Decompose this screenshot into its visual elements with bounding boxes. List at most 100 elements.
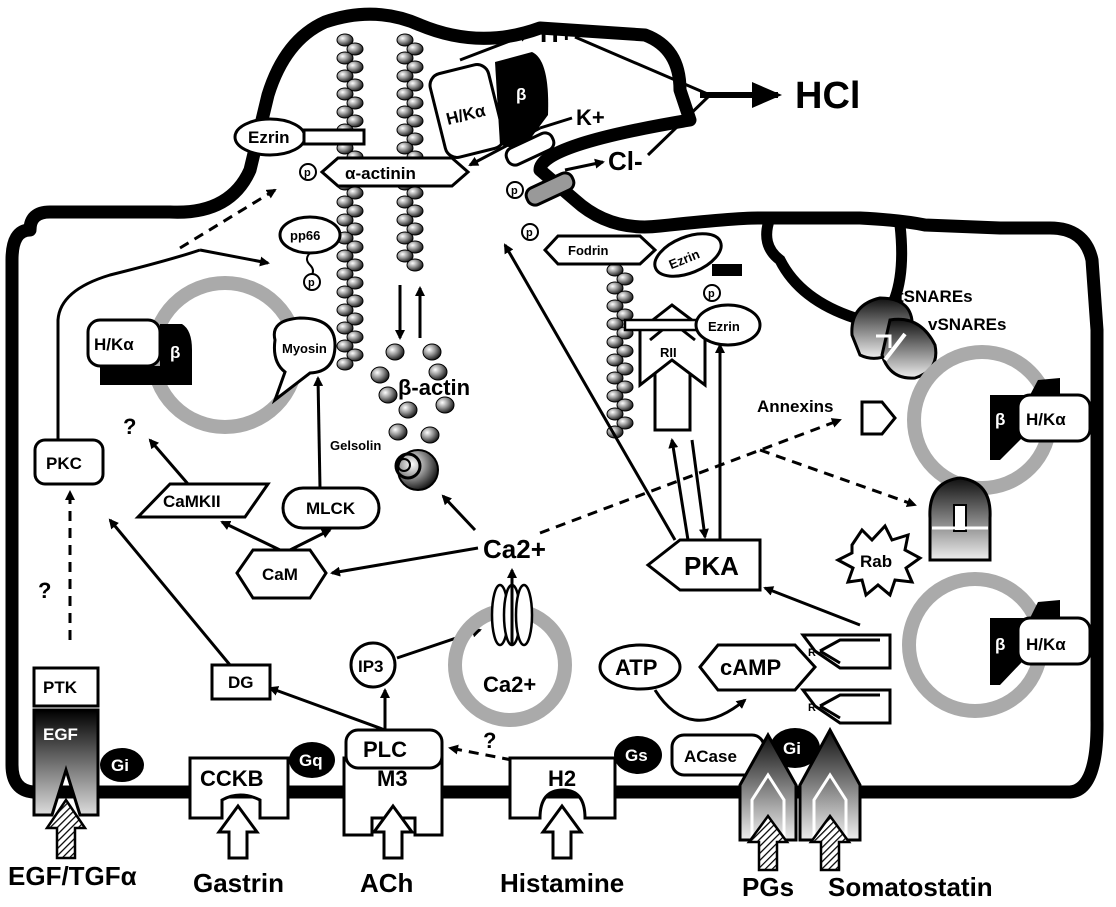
alpha-actinin-label: α-actinin [345,164,416,183]
ptk-label: PTK [43,678,78,697]
pkc-node: PKC [35,440,103,484]
beta-label-left: β [170,343,180,362]
fodrin-label: Fodrin [568,243,608,258]
svg-text:p: p [304,167,311,179]
camp-node: cAMP [700,645,815,690]
ip3-node: IP3 [351,643,395,687]
pka-label: PKA [684,551,739,581]
m3-label: M3 [377,766,408,791]
vesicle-right-top: β H/Kα [914,352,1090,488]
k-plus-label: K+ [576,105,605,130]
camp-label: cAMP [720,655,781,680]
mlck-label: MLCK [306,499,356,518]
myosin: Myosin [274,318,335,400]
cam-node: CaM [237,550,326,598]
pgs-label: PGs [742,872,794,902]
h-plus-label: H+ [540,18,574,48]
question-ptk: ? [38,578,51,603]
actin-monomer [421,427,439,443]
alpha-actinin: α-actinin [322,158,468,186]
actin-monomer [386,344,404,360]
rab-vesicle-cone [930,478,990,560]
dg-node: DG [212,665,270,699]
cam-label: CaM [262,565,298,584]
hcl-label: HCl [795,75,860,117]
beta-label-apical: β [516,85,526,104]
actin-filament-right [607,264,633,438]
annexins [862,402,895,434]
gi-left-label: Gi [111,756,129,775]
gelsolin-cluster [396,450,438,490]
myosin-label: Myosin [282,341,327,356]
annexins-label: Annexins [757,397,834,416]
svg-text:p: p [708,288,715,300]
hk-alpha-label-right-bottom: H/Kα [1026,635,1066,654]
ach-label: ACh [360,868,413,898]
vesicle-right-bottom: β H/Kα [909,579,1090,711]
ca-store-label: Ca2+ [483,672,536,697]
svg-text:p: p [511,185,518,197]
gq-label: Gq [299,751,323,770]
egf-label: EGF [43,725,78,744]
actin-monomer [371,367,389,383]
dg-label: DG [228,673,254,692]
rii-node: RII [625,305,705,430]
cckb-label: CCKB [200,766,264,791]
actin-filament-mid [397,34,423,271]
rii-label: RII [660,345,677,360]
camkii-node: CaMKII [138,484,268,517]
ligand-arrow-gastrin [219,806,257,858]
hk-alpha-label-right-top: H/Kα [1026,410,1066,429]
gs: Gs [614,736,662,774]
histamine-label: Histamine [500,868,624,898]
actin-monomer [389,424,407,440]
pka-r-subunits: R R [803,635,890,723]
acase-label: ACase [684,747,737,766]
beta-label-right-bottom: β [995,635,1005,654]
ca-cyto-label: Ca2+ [483,534,546,564]
plc-node: PLC [346,730,442,768]
phospho-channel-cl: p [522,224,538,240]
h2-label: H2 [548,766,576,791]
beta-actin-label: β-actin [398,375,470,400]
cl-minus-label: Cl- [608,146,643,176]
gelsolin-label: Gelsolin [330,438,381,453]
pp66-label: pp66 [290,228,320,243]
pp66: pp66 p [280,217,340,290]
ip3-label: IP3 [358,657,384,676]
atp-node: ATP [600,645,680,689]
phospho-channel-k: p [507,182,523,198]
question-plc: ? [483,728,496,753]
pka-node: PKA [648,540,760,590]
vsnares-label: vSNAREs [928,315,1006,334]
rab: Rab [838,526,920,595]
svg-text:p: p [308,277,315,289]
svg-text:R: R [808,702,816,714]
gi-left: Gi [100,748,144,782]
mlck-node: MLCK [283,488,379,528]
actin-monomer [423,344,441,360]
egf-tgf-label: EGF/TGFα [8,861,137,891]
ezrin-low-label: Ezrin [708,319,740,334]
actin-filament-left [337,34,363,370]
tsnares-label: tSNAREs [898,287,973,306]
fodrin: Fodrin [545,236,655,264]
ptk-node: PTK [34,668,98,706]
gastrin-label: Gastrin [193,868,284,898]
ca-store-vesicle: Ca2+ [455,585,565,720]
hk-alpha-label-left: H/Kα [94,335,134,354]
actin-monomer [399,402,417,418]
svg-text:R: R [808,647,816,659]
pkc-label: PKC [46,454,82,473]
actin-monomer [379,387,397,403]
atp-label: ATP [615,655,657,680]
rab-label: Rab [860,552,892,571]
ligand-arrow-histamine [543,806,581,858]
gi-right-label: Gi [783,739,801,758]
vesicle-left: H/Kα β [88,283,297,427]
gs-label: Gs [625,746,648,765]
ezrin-top-label: Ezrin [248,128,290,147]
svg-text:p: p [526,227,533,239]
question-camkii: ? [123,414,136,439]
